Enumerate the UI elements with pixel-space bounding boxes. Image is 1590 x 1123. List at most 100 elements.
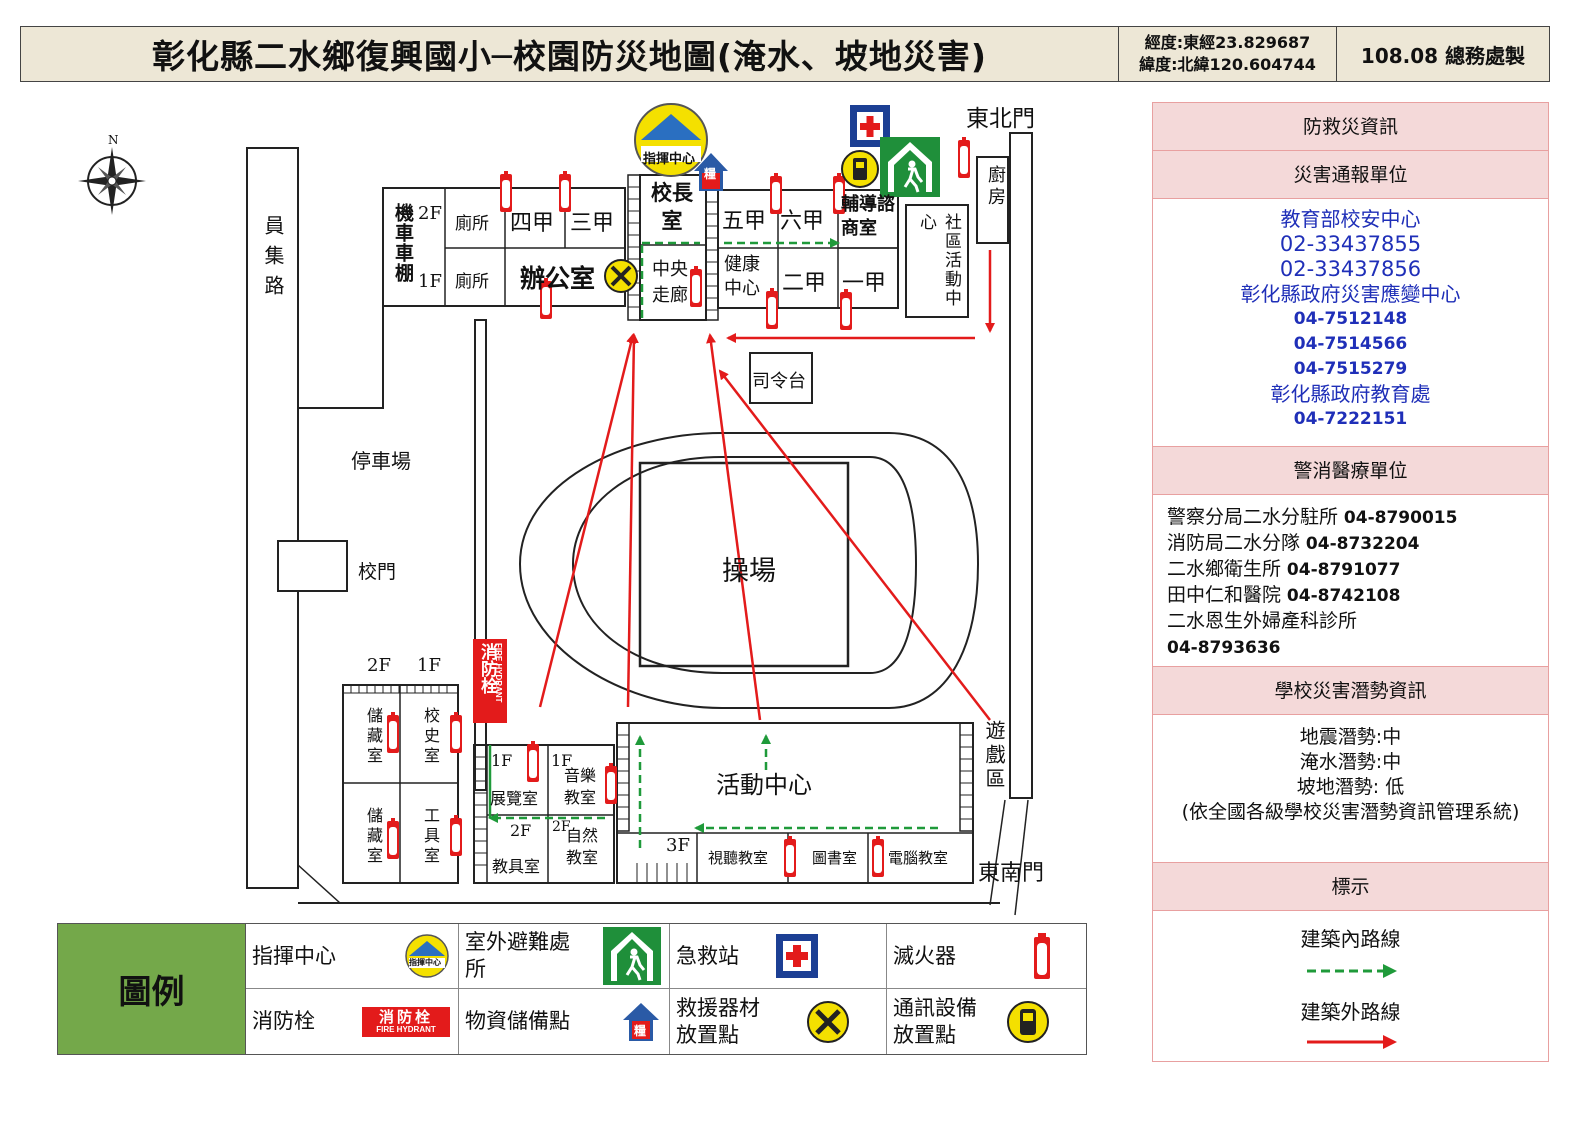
legend-label: 物資儲備點 bbox=[465, 1009, 570, 1033]
legend-outdoor-shelter: 室外避難處所 bbox=[459, 924, 670, 989]
exhibition-1f-label: 1F bbox=[491, 751, 513, 770]
supply-point-icon bbox=[694, 153, 728, 191]
longitude-text: 經度:東經23.829687 bbox=[1144, 33, 1311, 52]
class-5-label: 五甲 bbox=[722, 209, 767, 234]
potential-item: 淹水潛勢:中 bbox=[1299, 751, 1402, 773]
exhibition-label: 展覽室 bbox=[490, 789, 539, 808]
music-label: 音樂教室 bbox=[564, 766, 597, 807]
first-aid-icon bbox=[776, 934, 818, 978]
class-1-label: 一甲 bbox=[842, 271, 887, 296]
compass-north-label: N bbox=[108, 133, 119, 147]
stage-label: 司令台 bbox=[752, 371, 806, 392]
medical-unit-item: 田中仁和醫院 04-8742108 bbox=[1167, 583, 1534, 609]
teaching-aids-label: 教具室 bbox=[492, 857, 541, 876]
medical-unit-phone: 04-8732204 bbox=[1300, 534, 1420, 554]
panel-title: 防救災資訊 bbox=[1153, 103, 1548, 151]
legend-label: 指揮中心 bbox=[252, 943, 336, 968]
outdoor-shelter-icon bbox=[603, 927, 661, 985]
legend-label: 室外避難處所 bbox=[465, 930, 570, 981]
medical-unit-name: 田中仁和醫院 bbox=[1167, 584, 1282, 606]
kitchen-label: 廚房 bbox=[985, 165, 1006, 209]
indoor-route-sample bbox=[1306, 964, 1397, 978]
route-markers: 建築內路線 建築外路線 bbox=[1153, 911, 1548, 1063]
potential-list: 地震潛勢:中淹水潛勢:中坡地潛勢: 低(依全國各級學校災害潛勢資訊管理系統) bbox=[1153, 715, 1548, 863]
av-room-label: 視聽教室 bbox=[708, 849, 769, 867]
legend-hydrant: 消防栓 消防栓 FIRE HYDRANT bbox=[246, 989, 459, 1054]
campus-map: N 員集路 停車場 校門 東北門 東南門 廚房 機車車棚 2F 1F 廁所 廁所… bbox=[60, 95, 1120, 920]
command-icon-label: 指揮中心 bbox=[409, 958, 441, 967]
history-room-label: 校史室 bbox=[421, 707, 440, 767]
medical-unit-item: 二水鄉衛生所 04-8791077 bbox=[1167, 557, 1534, 583]
medical-unit-name: 消防局二水分隊 bbox=[1167, 532, 1301, 554]
legend-rescue-tools: 救援器材放置點 bbox=[670, 989, 887, 1054]
report-unit-item: 02-33437855 bbox=[1279, 232, 1422, 256]
play-area-label: 遊戲區 bbox=[982, 720, 1006, 792]
floor-1f-label: 1F bbox=[418, 271, 442, 292]
report-unit-item: 04-7514566 bbox=[1293, 334, 1408, 354]
principal-label: 校長室 bbox=[651, 180, 693, 233]
compass-icon bbox=[78, 147, 146, 215]
report-units-title: 災害通報單位 bbox=[1153, 151, 1548, 199]
medical-unit-phone: 04-8791077 bbox=[1281, 560, 1401, 580]
medical-unit-item: 消防局二水分隊 04-8732204 bbox=[1167, 531, 1534, 557]
potential-item: 地震潛勢:中 bbox=[1299, 726, 1402, 748]
medical-unit-name: 二水恩生外婦產科診所 bbox=[1167, 610, 1358, 632]
outdoor-shelter-icon bbox=[880, 137, 940, 197]
supply-icon-label: 糧 bbox=[704, 167, 717, 181]
supply-point-icon: 糧 bbox=[621, 1002, 661, 1042]
outdoor-route-sample bbox=[1306, 1035, 1397, 1049]
activity-center-label: 活動中心 bbox=[716, 771, 812, 799]
scooter-shed-label: 機車車棚 bbox=[392, 203, 414, 283]
floor-2f-label: 2F bbox=[418, 203, 442, 224]
outdoor-route-label: 建築外路線 bbox=[1300, 1000, 1401, 1024]
class-2-label: 二甲 bbox=[782, 271, 827, 296]
gate-outline bbox=[277, 540, 348, 592]
legend-label: 急救站 bbox=[676, 943, 739, 968]
medical-unit-name: 二水鄉衛生所 bbox=[1167, 558, 1282, 580]
southeast-gate-label: 東南門 bbox=[978, 861, 1045, 886]
legend-communication: 通訊設備放置點 bbox=[887, 989, 1086, 1054]
outdoor-routes bbox=[538, 250, 995, 721]
hydrant-cn-label: 消防栓 bbox=[378, 1008, 433, 1026]
hydrant-en-label: FIRE HYDRANT bbox=[376, 1025, 436, 1034]
latitude-text: 緯度:北緯120.604744 bbox=[1139, 55, 1316, 74]
legend-title: 圖例 bbox=[58, 924, 246, 1054]
marker-title: 標示 bbox=[1153, 863, 1548, 911]
class-3-label: 三甲 bbox=[570, 211, 615, 236]
parking-label: 停車場 bbox=[351, 449, 411, 473]
legend-command-center: 指揮中心 指揮中心 bbox=[246, 924, 459, 989]
map-drawing bbox=[78, 103, 1033, 916]
legend-extinguisher: 滅火器 bbox=[887, 924, 1086, 989]
indoor-routes bbox=[488, 238, 938, 848]
class-6-label: 六甲 bbox=[780, 209, 825, 234]
central-corridor-label: 中央走廊 bbox=[652, 259, 688, 306]
school-gate-label: 校門 bbox=[358, 561, 397, 583]
fire-hydrant-icon bbox=[473, 639, 507, 723]
tool-room-label: 工具室 bbox=[421, 807, 440, 867]
rescue-tools-icon bbox=[807, 1000, 849, 1043]
command-center-icon: 指揮中心 bbox=[404, 933, 450, 979]
teaching-aids-2f-label: 2F bbox=[510, 821, 532, 840]
sw-2f-label: 2F bbox=[367, 655, 391, 676]
supply-icon-label: 糧 bbox=[634, 1023, 647, 1038]
communication-icon bbox=[841, 150, 879, 188]
road-outline bbox=[246, 147, 299, 889]
floor-3f-label: 3F bbox=[666, 835, 690, 856]
hydrant-en-label: FIRE HYDRANT bbox=[494, 643, 503, 703]
potential-title: 學校災害潛勢資訊 bbox=[1153, 667, 1548, 715]
legend-first-aid: 急救站 bbox=[670, 924, 887, 989]
class-4-label: 四甲 bbox=[510, 211, 555, 236]
medical-unit-phone: 04-8793636 bbox=[1167, 638, 1281, 658]
road-label: 員集路 bbox=[261, 215, 285, 305]
fire-extinguisher-icon bbox=[1034, 933, 1050, 979]
fire-hydrant-icon: 消防栓 FIRE HYDRANT bbox=[362, 1006, 450, 1037]
map-title: 彰化縣二水鄉復興國小─校園防災地圖(淹水、坡地災害) bbox=[21, 27, 1119, 81]
nature-2f-label: 2F bbox=[552, 819, 571, 835]
legend-label: 滅火器 bbox=[893, 943, 956, 968]
indoor-route-label: 建築內路線 bbox=[1300, 927, 1401, 951]
report-unit-item: 04-7512148 bbox=[1293, 309, 1408, 329]
community-center-label: 社區活動中心 bbox=[916, 213, 961, 308]
northeast-gate-label: 東北門 bbox=[966, 106, 1035, 132]
computer-label: 電腦教室 bbox=[888, 849, 949, 867]
legend-label: 通訊設備放置點 bbox=[893, 995, 977, 1047]
